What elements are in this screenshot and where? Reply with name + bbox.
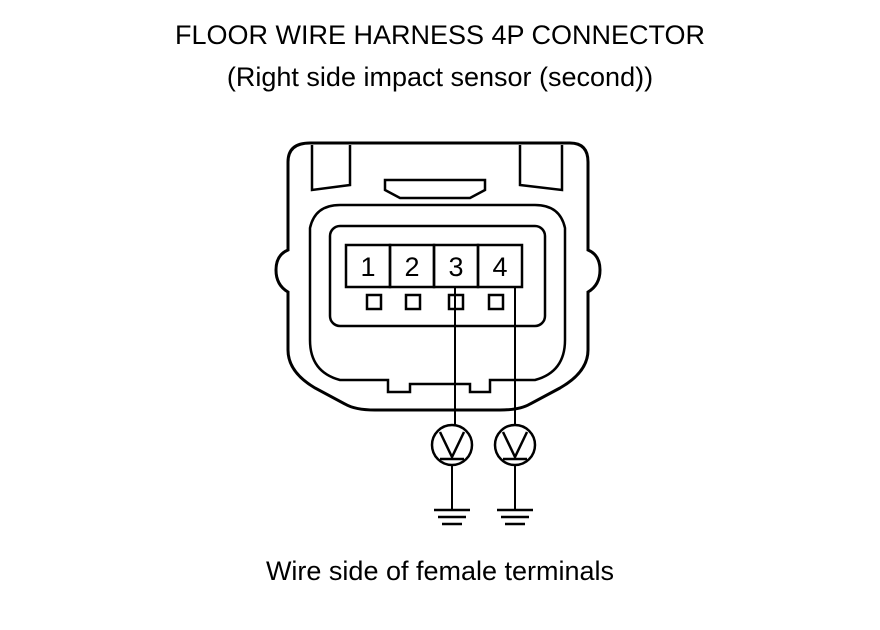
diagram-title: FLOOR WIRE HARNESS 4P CONNECTOR (174, 20, 706, 50)
pin-label-3: 3 (448, 252, 463, 282)
connector-housing (274, 141, 602, 412)
ground-icon (434, 508, 470, 526)
diagram-subtitle: (Right side impact sensor (second)) (226, 62, 654, 92)
terminal-2 (404, 293, 422, 311)
latch-tab-left (310, 145, 352, 192)
diagram-caption: Wire side of female terminals (265, 556, 615, 586)
pin-cells: 1 2 3 4 (344, 243, 524, 289)
pin-cell-4 (476, 243, 524, 289)
voltmeter-2 (493, 423, 537, 467)
pin-label-4: 4 (492, 252, 507, 282)
terminal-4 (487, 293, 505, 311)
pin-label-1: 1 (360, 252, 375, 282)
terminal-squares (365, 293, 505, 311)
inner-cavity (308, 203, 567, 394)
ground-icon (497, 508, 533, 526)
pin-label-2: 2 (404, 252, 419, 282)
terminal-1 (365, 293, 383, 311)
latch-tab-right (518, 145, 564, 192)
latch-center (383, 178, 487, 200)
pin-body (328, 224, 547, 328)
voltmeter-1 (430, 423, 474, 467)
